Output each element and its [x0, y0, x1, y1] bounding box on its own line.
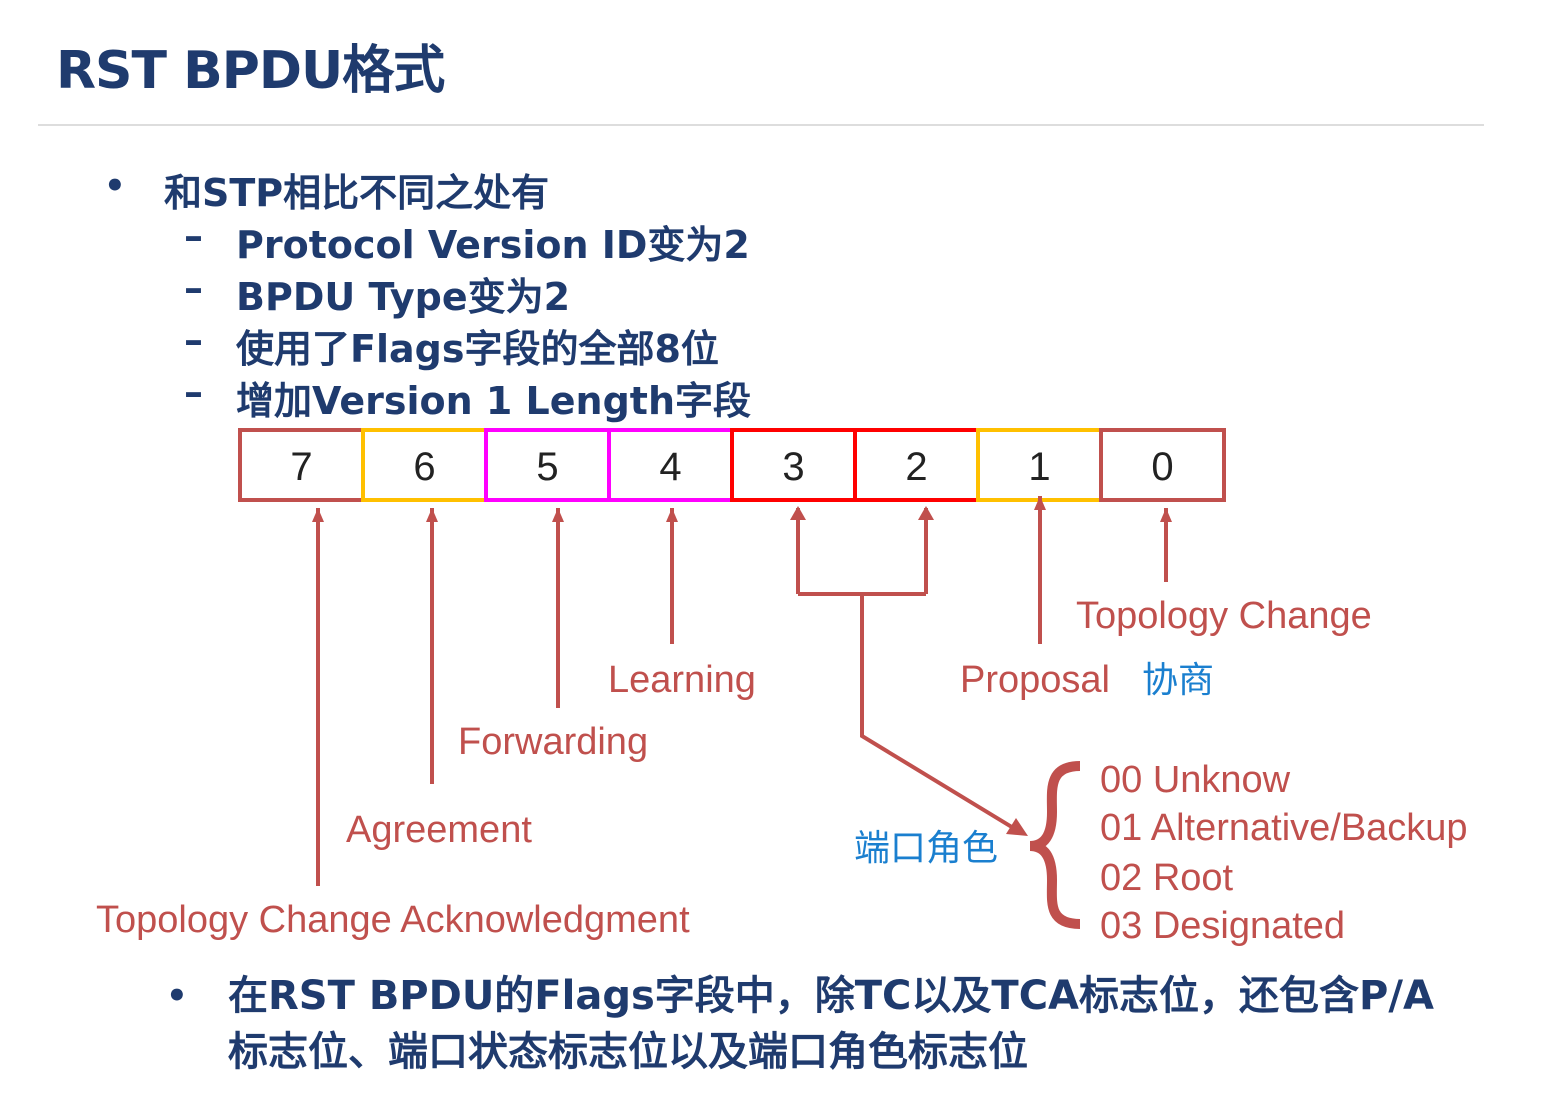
bit1-label-cn: 协商 — [1142, 660, 1214, 701]
dash-marker: – — [184, 266, 203, 310]
title-divider — [38, 124, 1484, 126]
dash-marker: – — [184, 370, 203, 414]
intro-heading: 和STP相比不同之处有 — [164, 171, 550, 215]
port-role-option: 02 Root — [1100, 857, 1234, 899]
intro-item: Protocol Version ID变为2 — [236, 223, 750, 267]
bit3-arrowhead — [790, 506, 806, 520]
bullet-dot: • — [104, 166, 126, 206]
flags-bit-row: 7 6 5 4 3 2 1 0 — [238, 428, 1226, 502]
port-role-option: 01 Alternative/Backup — [1100, 807, 1468, 849]
flag-bit-number: 2 — [905, 445, 927, 489]
flag-bit-number: 5 — [536, 445, 558, 489]
summary-text: 在RST BPDU的Flags字段中，除TC以及TCA标志位，还包含P/A标志位… — [228, 973, 1434, 1075]
intro-item: 增加Version 1 Length字段 — [236, 379, 752, 423]
bit5-label: Forwarding — [458, 721, 648, 763]
bit0-label: Topology Change — [1076, 595, 1372, 637]
bit2-arrowhead — [918, 506, 934, 520]
flag-bit-number: 1 — [1028, 445, 1050, 489]
intro-item: BPDU Type变为2 — [236, 275, 571, 319]
flag-bit-box — [853, 428, 980, 502]
dash-marker: – — [184, 318, 203, 362]
flag-bit-number: 6 — [413, 445, 435, 489]
port-role-arrowhead — [1006, 818, 1028, 836]
bit7-label: Topology Change Acknowledgment — [96, 899, 690, 941]
port-role-brace — [1029, 761, 1081, 929]
bit6-label: Agreement — [346, 809, 532, 851]
intro-item: 使用了Flags字段的全部8位 — [236, 327, 719, 371]
flag-bit-number: 4 — [659, 445, 681, 489]
bullet-dot: • — [166, 976, 188, 1016]
port-role-label: 端口角色 — [854, 828, 998, 869]
port-role-option: 03 Designated — [1100, 905, 1345, 947]
page-title: RST BPDU格式 — [56, 41, 445, 101]
flag-bit-box — [361, 428, 488, 502]
dash-marker: – — [184, 214, 203, 258]
flag-bit-number: 7 — [290, 445, 312, 489]
bit4-label: Learning — [608, 659, 756, 701]
flag-bit-number: 0 — [1151, 445, 1173, 489]
port-role-option: 00 Unknow — [1100, 759, 1291, 801]
bit3-2-bracket — [796, 508, 1022, 834]
bit1-label: Proposal — [960, 659, 1110, 701]
flag-bit-number: 3 — [782, 445, 804, 489]
flag-bit-box — [1099, 428, 1226, 502]
